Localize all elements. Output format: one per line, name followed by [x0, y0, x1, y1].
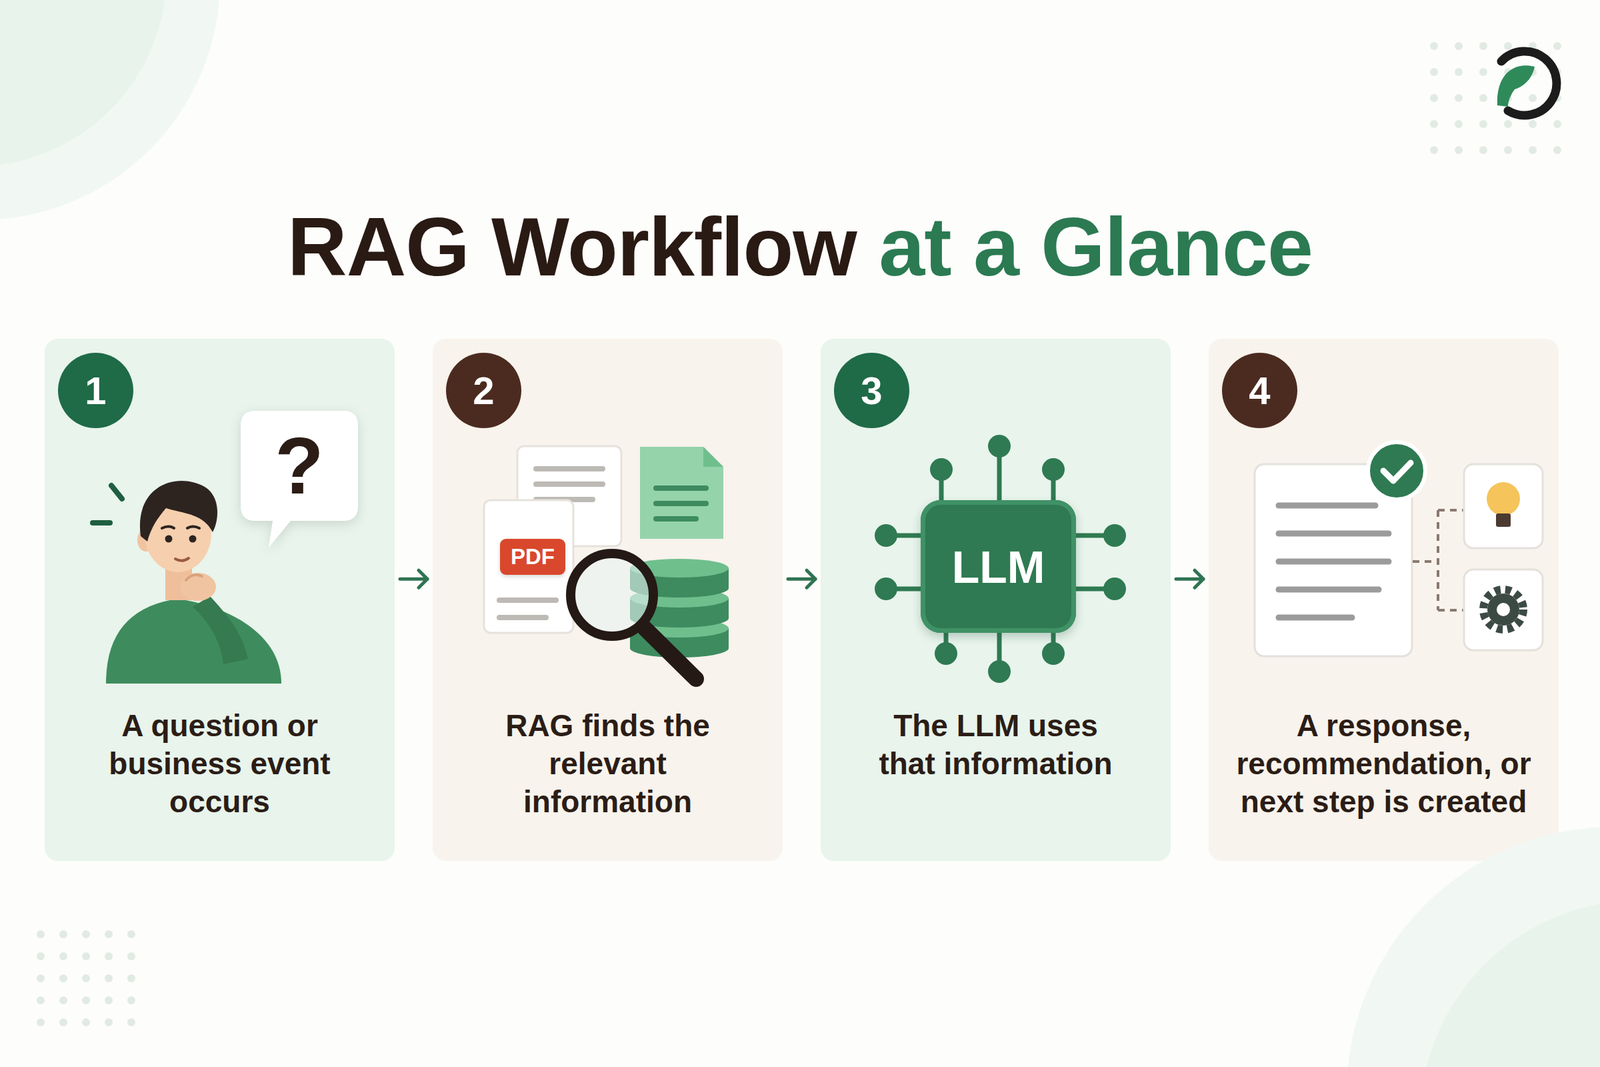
- dot-grid: [1504, 146, 1512, 154]
- step-caption: RAG finds the relevant information: [468, 706, 748, 821]
- dot-grid: [59, 996, 68, 1004]
- dot-grid: [127, 930, 136, 938]
- step-card: The LLM uses that information 3LLM: [820, 338, 1171, 861]
- dot-grid: [1528, 120, 1537, 128]
- dot-grid: [127, 1018, 136, 1026]
- dot-grid: [36, 42, 1562, 1026]
- dot-grid: [1479, 146, 1488, 154]
- dot-grid: [82, 1018, 90, 1026]
- arrow-head: [418, 570, 428, 588]
- step-card: RAG finds the relevant information 2PDF: [432, 338, 783, 861]
- brand-logo: [1497, 65, 1535, 107]
- corner-circle: [1346, 826, 1600, 1067]
- dot-grid: [59, 930, 68, 938]
- step-number: 3: [860, 371, 882, 410]
- speech-bubble-outline: [240, 410, 358, 548]
- brand-logo: [1497, 51, 1557, 116]
- dot-grid: [1479, 68, 1488, 76]
- dot-grid: [82, 930, 90, 938]
- step-number-badge: 4: [1222, 352, 1298, 428]
- step-number-badge: 1: [58, 352, 134, 428]
- step-number: 1: [84, 371, 106, 410]
- dot-grid: [104, 952, 113, 960]
- dot-grid: [1430, 68, 1438, 76]
- dot-grid: [82, 996, 90, 1004]
- dot-grid: [1479, 94, 1488, 102]
- flow-arrow-line: [788, 577, 816, 581]
- flow-arrow: [1176, 570, 1204, 588]
- dot-grid: [104, 974, 113, 982]
- dot-grid: [1528, 146, 1537, 154]
- arrow-head: [806, 570, 816, 588]
- flow-arrow: [400, 570, 428, 588]
- title-row: RAG Workflow at a Glance: [0, 200, 1600, 294]
- step-caption: A response, recommendation, or next step…: [1234, 706, 1534, 821]
- step-caption: A question or business event occurs: [80, 706, 360, 821]
- file-type-label: PDF: [510, 544, 555, 569]
- flow-arrow-line: [1176, 577, 1204, 581]
- dot-grid: [1504, 42, 1512, 50]
- step-number-badge: 3: [834, 352, 910, 428]
- dot-grid: [127, 996, 136, 1004]
- dot-grid: [104, 996, 113, 1004]
- dot-grid: [1454, 42, 1463, 50]
- speech-bubble: ?: [240, 410, 358, 551]
- dot-grid: [1454, 68, 1463, 76]
- step-caption: The LLM uses that information: [869, 706, 1123, 783]
- flow-arrow: [788, 570, 816, 588]
- step-number-badge: 2: [446, 352, 522, 428]
- dot-grid: [104, 930, 113, 938]
- chip-label: LLM: [952, 542, 1046, 591]
- question-mark: ?: [240, 410, 358, 521]
- dot-grid: [1479, 42, 1488, 50]
- dot-grid: [59, 974, 68, 982]
- dot-grid: [59, 1018, 68, 1026]
- dot-grid: [82, 952, 90, 960]
- dot-grid: [1454, 146, 1463, 154]
- dot-grid: [104, 1018, 113, 1026]
- dot-grid: [82, 974, 90, 982]
- step-card: A response, recommendation, or next step…: [1208, 338, 1559, 861]
- dot-grid: [127, 974, 136, 982]
- dot-grid: [1479, 120, 1488, 128]
- arrow-head: [1194, 570, 1204, 588]
- diagram-title: RAG Workflow at a Glance: [287, 200, 1313, 294]
- dot-grid: [1553, 42, 1562, 50]
- llm-chip: LLM: [920, 500, 1076, 633]
- dot-grid: [1454, 94, 1463, 102]
- dot-grid: [59, 952, 68, 960]
- dot-grid: [1430, 146, 1438, 154]
- dot-grid: [36, 952, 45, 960]
- dot-grid: [1454, 120, 1463, 128]
- corner-circle: [0, 0, 167, 167]
- step-card: A question or business event occurs 1?: [44, 338, 395, 861]
- corner-circle: [0, 0, 220, 220]
- dot-grid: [36, 1018, 45, 1026]
- dot-grid: [127, 952, 136, 960]
- dot-grid: [36, 996, 45, 1004]
- dot-grid: [1504, 120, 1512, 128]
- dot-grid: [1528, 94, 1537, 102]
- file-type-tag: PDF: [500, 538, 566, 575]
- flow-arrow-line: [400, 577, 428, 581]
- corner-circle: [1420, 900, 1600, 1067]
- step-number: 4: [1248, 371, 1270, 410]
- dot-grid: [1430, 120, 1438, 128]
- dot-grid: [1553, 146, 1562, 154]
- dot-grid: [1430, 94, 1438, 102]
- dot-grid: [36, 930, 45, 938]
- step-number: 2: [472, 371, 494, 410]
- dot-grid: [1553, 120, 1562, 128]
- dot-grid: [1430, 42, 1438, 50]
- dot-grid: [36, 974, 45, 982]
